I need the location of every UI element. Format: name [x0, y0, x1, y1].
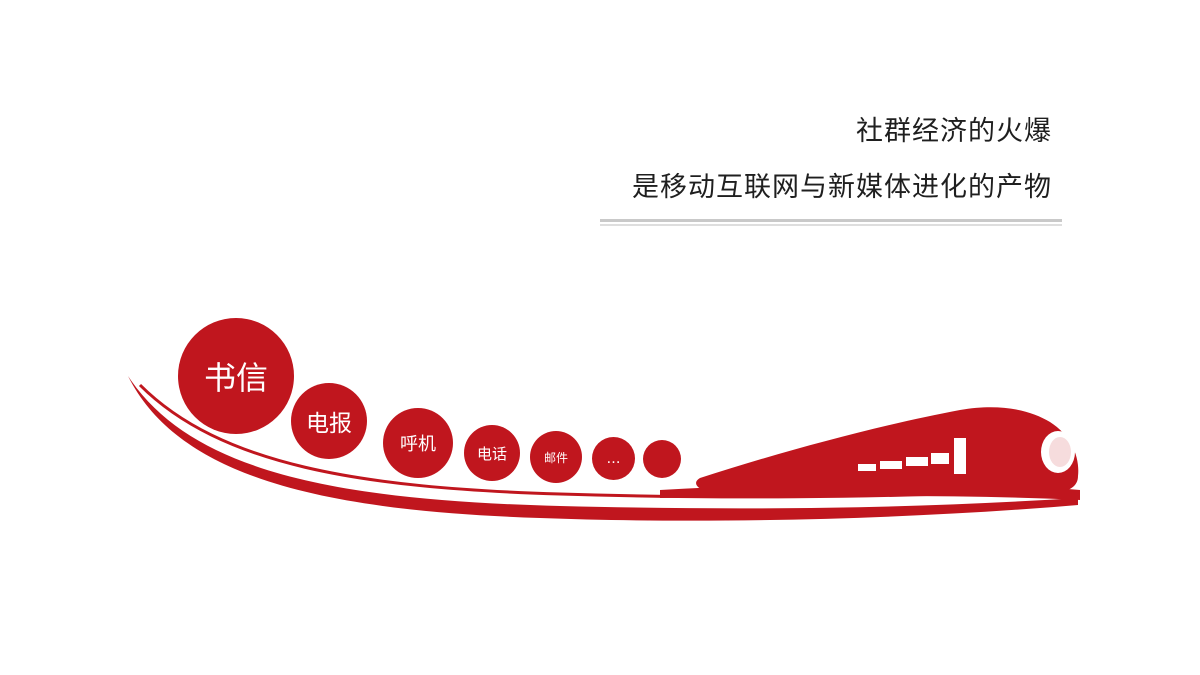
train-window: [931, 453, 949, 464]
bubble-pager: 呼机: [383, 408, 453, 478]
bubble-ellipsis: …: [592, 437, 635, 480]
train-door: [954, 438, 966, 474]
train-window: [880, 461, 902, 469]
headline-line-1: 社群经济的火爆: [856, 116, 1052, 147]
headline: 社群经济的火爆 是移动互联网与新媒体进化的产物: [632, 112, 1052, 208]
headline-divider: [600, 219, 1062, 226]
train-headlight-core: [1049, 437, 1071, 467]
bubble-letter: 书信: [178, 318, 294, 434]
bubble-telegram: 电报: [291, 383, 367, 459]
train-skirt: [660, 483, 1080, 500]
train-window: [906, 457, 928, 466]
train-body: [696, 407, 1079, 494]
train-headlight: [1041, 431, 1075, 473]
bubble-telephone: 电话: [464, 425, 520, 481]
track-swoosh: [128, 376, 1078, 521]
bubble-blank: [643, 440, 681, 478]
bubble-email: 邮件: [530, 431, 582, 483]
train-window: [858, 464, 876, 471]
headline-line-2: 是移动互联网与新媒体进化的产物: [632, 172, 1052, 203]
